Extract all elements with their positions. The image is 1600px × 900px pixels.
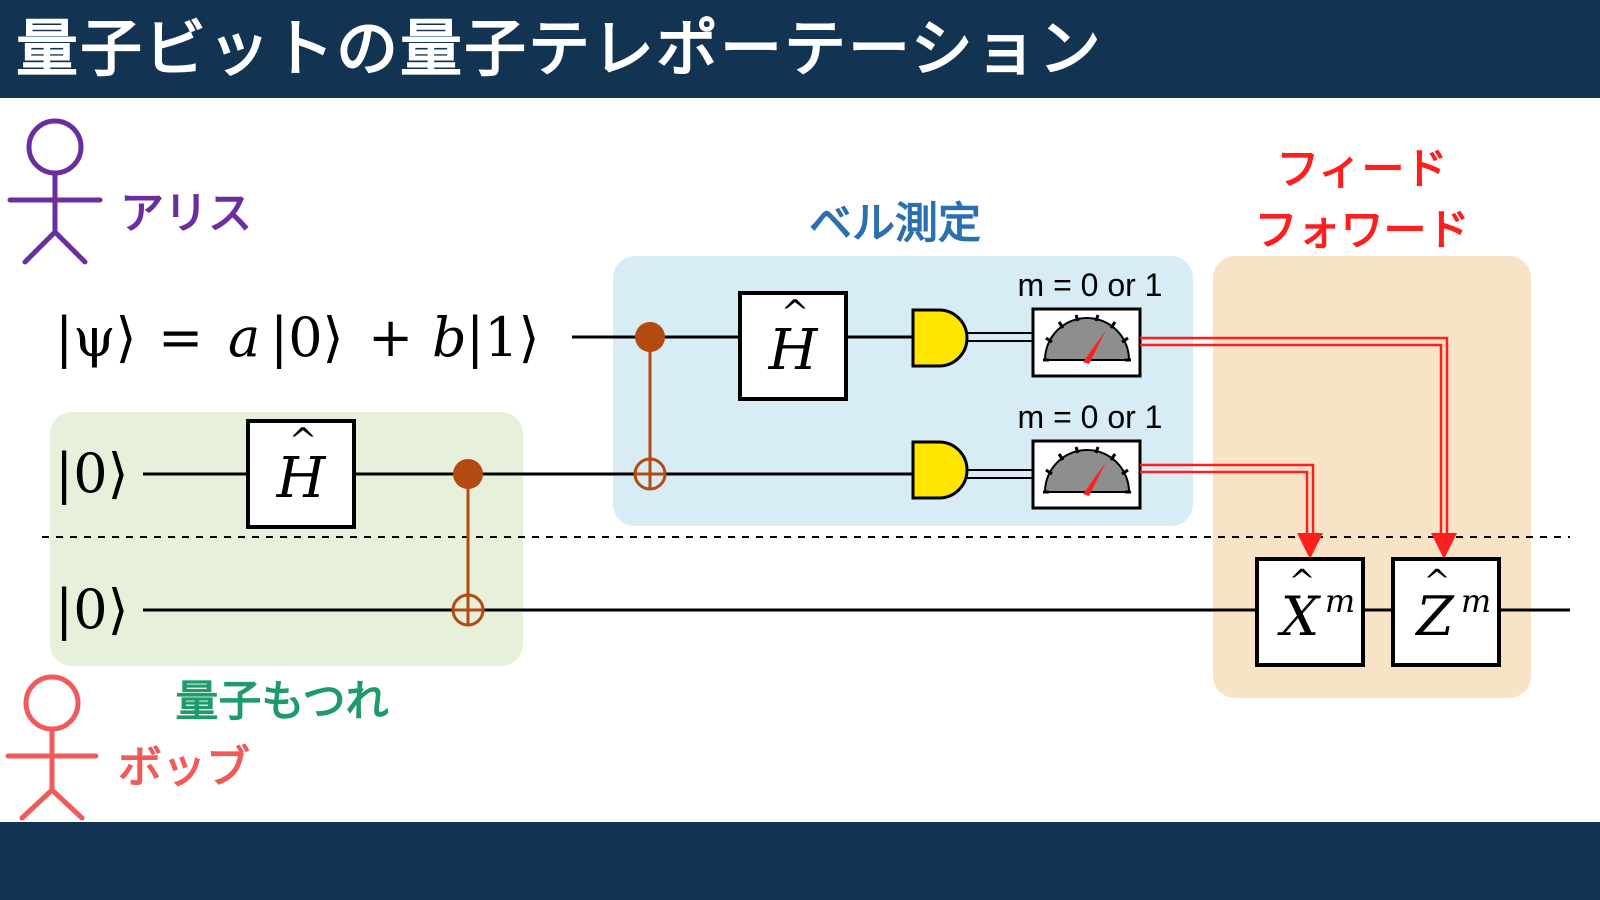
- cnot-control-dot: [453, 459, 483, 489]
- classical-wires-to-meters: [965, 332, 1033, 479]
- feed-forward-lines: [1140, 336, 1449, 545]
- teleportation-diagram: ベル測定 量子もつれ フィード フォワード アリス ボッブ |ψ⟩ = a |0…: [5, 118, 1570, 821]
- feed-forward-label-line1: フィード: [1276, 145, 1447, 195]
- svg-text:a: a: [228, 306, 260, 369]
- hadamard-gate-bell: H ^: [738, 291, 848, 401]
- x-correction-gate: X ^ m: [1255, 557, 1365, 667]
- bob-stick-figure-icon: [5, 674, 99, 821]
- svg-text:H: H: [276, 446, 327, 511]
- alice-stick-figure-icon: [7, 118, 103, 265]
- page-title: 量子ビットの量子テレポーテーション: [16, 12, 1103, 85]
- svg-text:|0⟩: |0⟩: [270, 306, 344, 369]
- footer-bar: [0, 822, 1600, 900]
- svg-text:+: +: [368, 306, 413, 369]
- bell-measurement-label: ベル測定: [809, 199, 981, 249]
- measurement-label-1: m = 0 or 1: [1018, 267, 1163, 303]
- svg-text:Z: Z: [1414, 585, 1455, 648]
- svg-text:X: X: [1277, 585, 1322, 648]
- svg-text:^: ^: [1424, 562, 1451, 600]
- measurement-gate-1: [911, 308, 969, 368]
- svg-text:^: ^: [1289, 562, 1316, 600]
- entanglement-label: 量子もつれ: [175, 677, 388, 727]
- svg-text:b: b: [432, 306, 467, 369]
- svg-text:^: ^: [781, 293, 810, 333]
- feed-forward-label-line2: フォワード: [1255, 206, 1470, 256]
- svg-text:m: m: [1325, 582, 1355, 620]
- svg-text:m: m: [1461, 582, 1491, 620]
- cnot-control-dot: [635, 322, 665, 352]
- z-correction-gate: Z ^ m: [1391, 557, 1501, 667]
- qubit2-state: |0⟩: [55, 442, 129, 505]
- svg-text:|1⟩: |1⟩: [466, 306, 540, 369]
- hadamard-gate-entangle: H ^: [246, 419, 356, 529]
- qubit1-state: |ψ⟩ = a |0⟩ + b |1⟩: [55, 306, 540, 369]
- svg-text:^: ^: [289, 421, 318, 461]
- measurement-label-2: m = 0 or 1: [1018, 399, 1163, 435]
- bob-label: ボッブ: [118, 742, 250, 793]
- measurement-gate-2: [911, 440, 969, 500]
- svg-text:H: H: [768, 318, 819, 383]
- meter-2-icon: [1031, 439, 1142, 510]
- cnot-bell: [633, 322, 667, 491]
- qubit3-state: |0⟩: [55, 578, 129, 641]
- svg-text:=: =: [158, 306, 203, 369]
- meter-1-icon: [1031, 307, 1142, 378]
- cnot-entangle: [451, 459, 485, 627]
- alice-label: アリス: [120, 188, 252, 239]
- title-bar: 量子ビットの量子テレポーテーション: [0, 0, 1600, 98]
- arrow-to-z-icon: [1431, 533, 1457, 559]
- svg-text:|ψ⟩: |ψ⟩: [55, 306, 137, 369]
- arrow-to-x-icon: [1297, 533, 1323, 559]
